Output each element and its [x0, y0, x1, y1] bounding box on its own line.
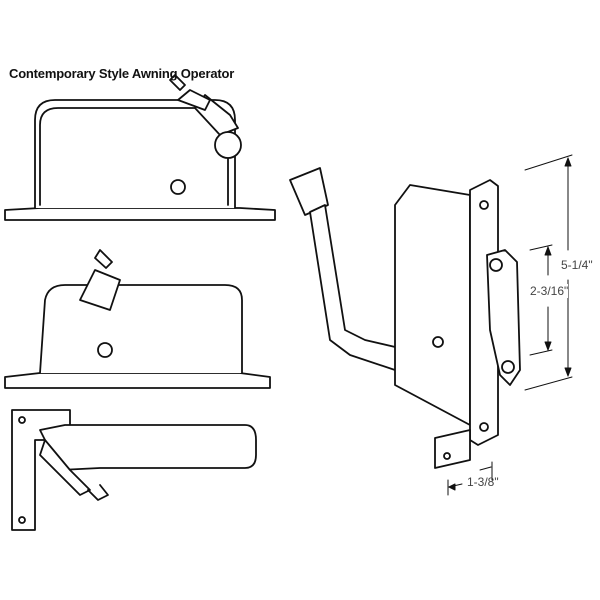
operator-view-side-2: [4, 249, 271, 389]
dimension-arm-span: 2-3/16": [530, 284, 569, 298]
operator-view-main: [289, 154, 573, 496]
dimension-overall-height: 5-1/4": [561, 258, 593, 272]
operator-view-side-1: [4, 74, 276, 221]
operator-view-top: [11, 409, 257, 531]
dimension-width: 1-3/8": [467, 475, 499, 489]
